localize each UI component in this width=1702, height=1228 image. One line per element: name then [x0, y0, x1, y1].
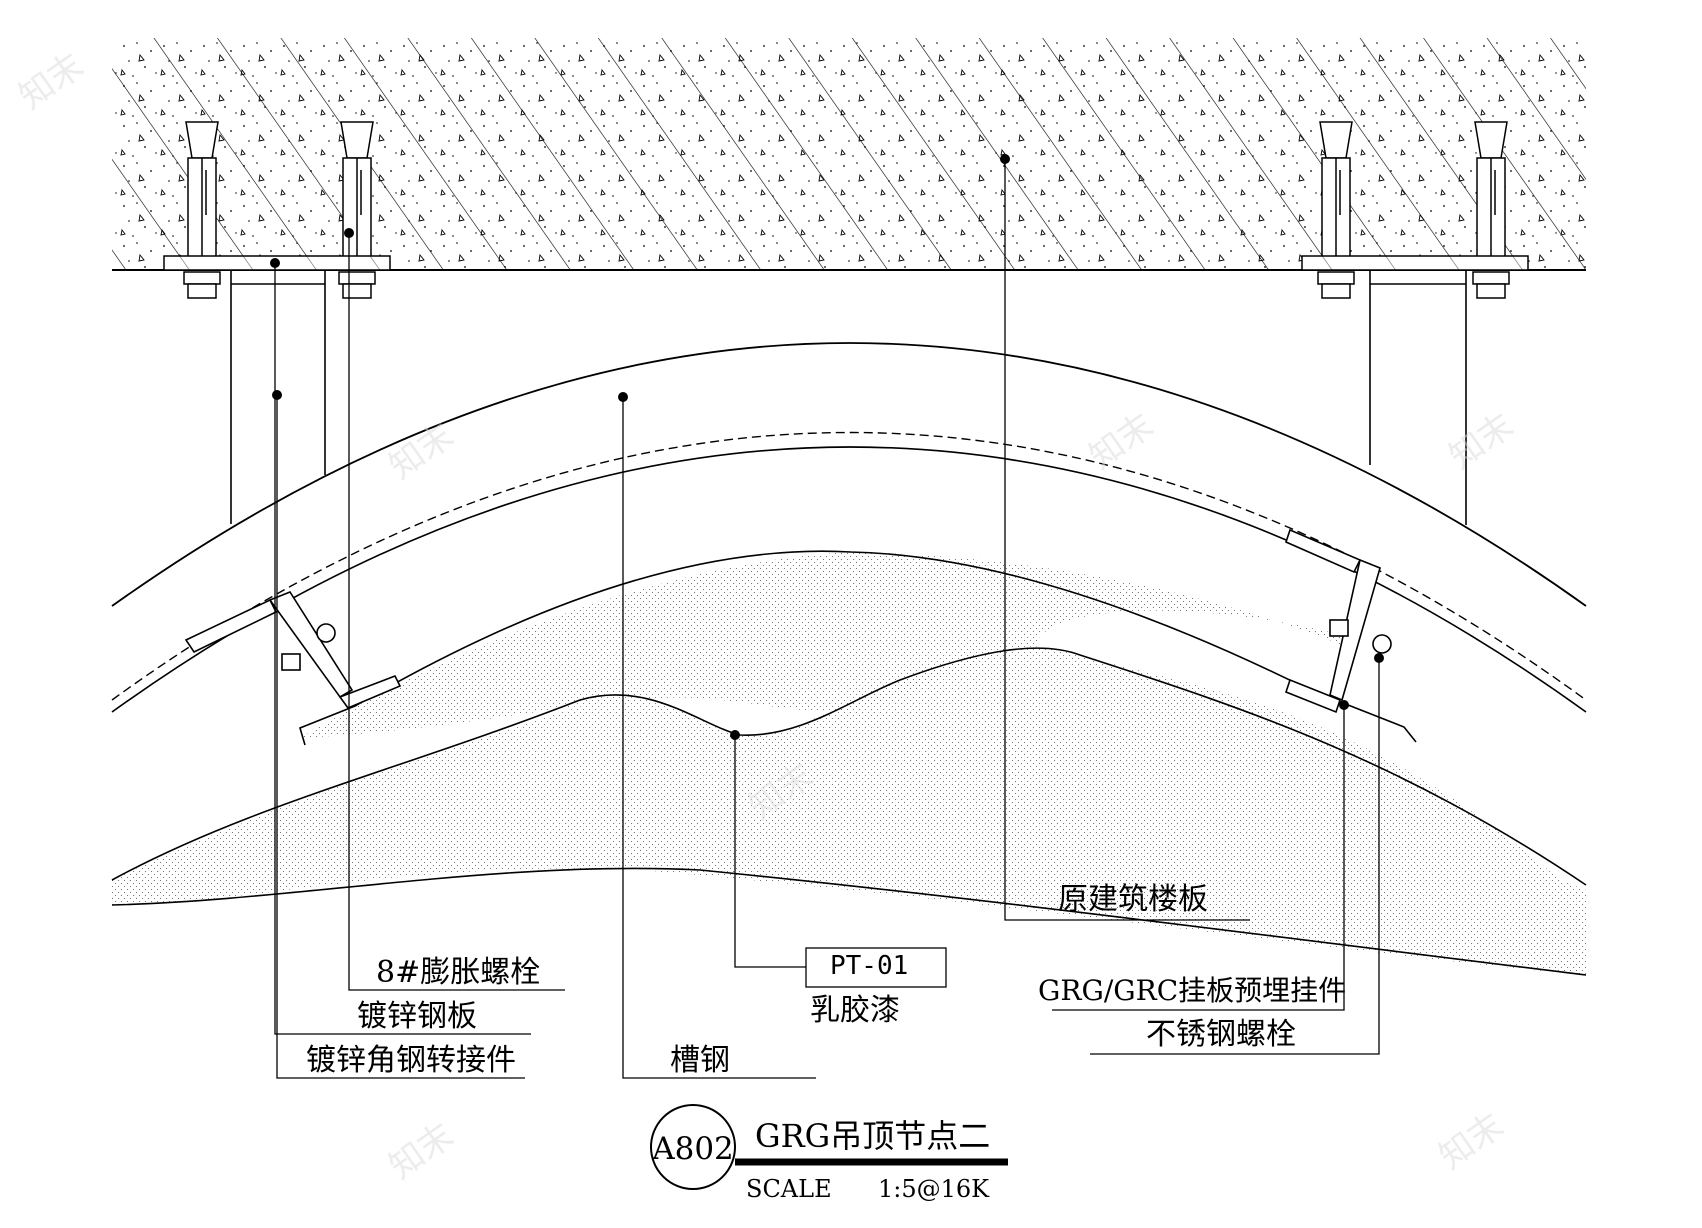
- watermark-3: 知末: [1082, 406, 1161, 478]
- expansion-bolt-left-1: [183, 121, 221, 299]
- watermark-5: 知末: [1442, 406, 1521, 478]
- galvanized-angle-connector-right: [1285, 528, 1392, 714]
- watermark-1: 知末: [12, 46, 91, 118]
- drawing-title: GRG吊顶节点二: [755, 1117, 991, 1155]
- label-channel-steel: 槽钢: [670, 1043, 730, 1078]
- label-pt-code: PT-01: [830, 951, 909, 981]
- title-block: [650, 1104, 1008, 1190]
- label-latex-paint: 乳胶漆: [810, 993, 900, 1028]
- watermark-7: 知末: [382, 1116, 461, 1188]
- drawing-code: A802: [652, 1131, 734, 1167]
- galvanized-angle-connector-left: [184, 591, 402, 709]
- expansion-bolt-left-2: [338, 121, 376, 299]
- label-galvanized-plate: 镀锌钢板: [357, 999, 477, 1034]
- watermark-6: 知末: [1432, 1106, 1511, 1178]
- label-expansion-bolt: 8#膨胀螺栓: [376, 955, 541, 990]
- label-embedded-hanger: GRG/GRC挂板预埋挂件: [1038, 974, 1347, 1007]
- channel-steel-right: [1369, 270, 1467, 525]
- galvanized-steel-plate-right: [1301, 255, 1529, 271]
- watermark-2: 知末: [382, 416, 461, 488]
- grg-decorative-panel: [111, 550, 1587, 976]
- concrete-slab: [112, 38, 1586, 271]
- label-stainless-bolt: 不锈钢螺栓: [1146, 1017, 1296, 1052]
- label-angle-connector: 镀锌角钢转接件: [306, 1043, 516, 1078]
- scale-label: SCALE: [746, 1175, 832, 1203]
- scale-value: 1:5@16K: [878, 1175, 990, 1203]
- leader-lines: [274, 159, 1380, 1079]
- channel-steel-left: [230, 270, 326, 524]
- label-original-slab: 原建筑楼板: [1058, 882, 1208, 917]
- expansion-bolt-right-2: [1472, 121, 1510, 299]
